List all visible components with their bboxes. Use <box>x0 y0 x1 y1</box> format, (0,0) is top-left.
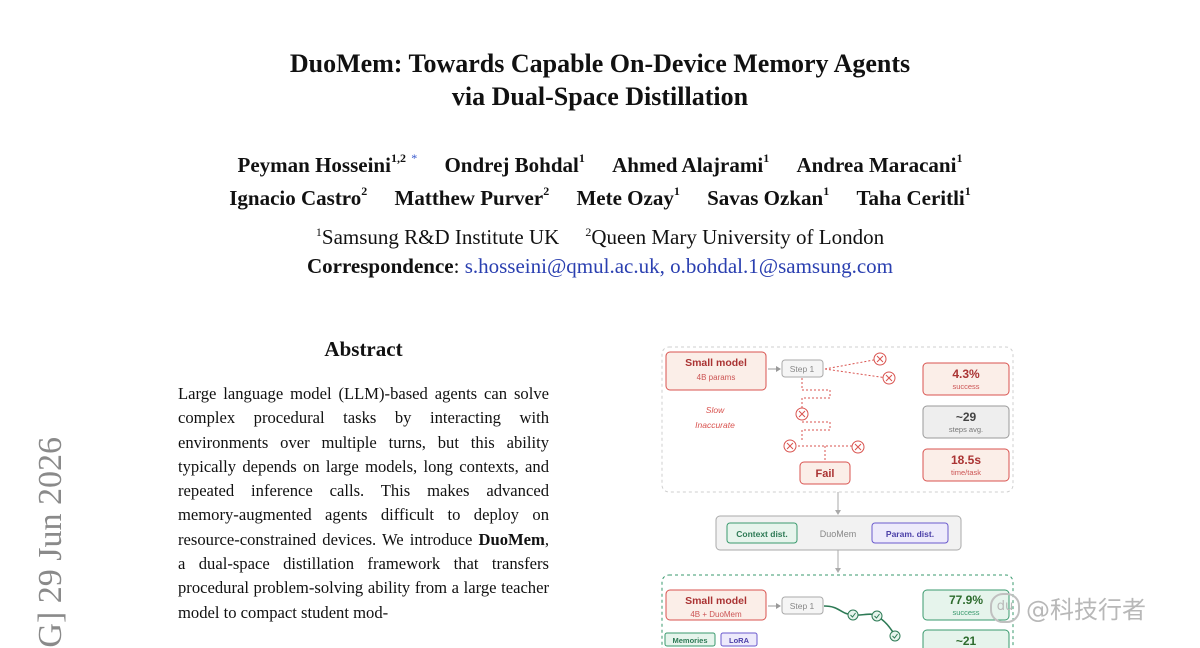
affiliation-samsung: Samsung R&D Institute UK <box>321 225 560 249</box>
context-dist-box <box>726 522 798 544</box>
duomem-label: DuoMem <box>820 529 857 539</box>
top-time-label: time/task <box>951 468 981 477</box>
small-model-label: Small model <box>685 357 747 369</box>
bottom-steps-box <box>922 629 1010 648</box>
fail-cross-icon <box>873 352 887 366</box>
small-model-box <box>665 351 767 391</box>
bottom-success-value: 77.9% <box>949 593 983 607</box>
fail-cross-icon <box>795 407 809 421</box>
top-panel <box>661 346 1014 493</box>
corresponding-mark[interactable]: * <box>411 151 418 165</box>
success-path <box>823 605 896 637</box>
fail-box <box>799 461 851 485</box>
method-overview-figure: Small model 4B params Step 1 Slow Inaccu… <box>661 346 1014 648</box>
duomem-model-label: Small model <box>685 595 747 607</box>
top-success-value: 4.3% <box>952 367 980 381</box>
small-model-sub: 4B params <box>697 373 736 382</box>
param-dist-label: Param. dist. <box>886 529 934 539</box>
abstract-text: Large language model (LLM)-based agents … <box>178 384 549 622</box>
check-node-icon <box>871 610 883 622</box>
param-dist-box <box>871 522 949 544</box>
author: Mete Ozay1 <box>576 184 680 210</box>
author: Andrea Maracani1 <box>796 151 963 177</box>
author: Peyman Hosseini1,2 * <box>237 151 418 177</box>
email-link-hosseini[interactable]: s.hosseini@qmul.ac.uk <box>464 254 660 278</box>
bottom-panel <box>661 574 1014 648</box>
top-steps-label: steps avg. <box>949 425 983 434</box>
paw-logo-icon: du <box>990 592 1020 623</box>
duomem-model-sub: 4B + DuoMem <box>690 610 742 619</box>
top-steps-value: ~29 <box>956 410 977 424</box>
check-node-icon <box>889 630 901 642</box>
step1-box <box>781 359 824 378</box>
lora-tag <box>720 632 758 647</box>
fail-label: Fail <box>816 468 835 480</box>
top-time-value: 18.5s <box>951 453 981 467</box>
author-row-2: Ignacio Castro2 Matthew Purver2 Mete Oza… <box>0 179 1200 212</box>
affiliation-qmul: Queen Mary University of London <box>591 225 885 249</box>
step1-label: Step 1 <box>790 364 815 374</box>
slow-label: Slow <box>706 405 725 415</box>
fail-cross-icon <box>882 371 896 385</box>
memories-label: Memories <box>672 636 707 645</box>
duomem-model-box <box>665 589 767 621</box>
abstract-heading: Abstract <box>324 337 403 361</box>
correspondence-label: Correspondence <box>306 254 454 278</box>
step1-box-bottom <box>781 596 824 615</box>
correspondence-line: Correspondence: s.hosseini@qmul.ac.uk, o… <box>306 254 893 278</box>
bottom-steps-value: ~21 <box>956 634 977 648</box>
arxiv-sidebar-text: G] 29 Jun 2026 <box>32 437 69 648</box>
title-line-2: via Dual-Space Distillation <box>451 82 749 111</box>
email-link-bohdal[interactable]: o.bohdal.1@samsung.com <box>670 254 893 278</box>
author: Matthew Purver2 <box>394 184 550 210</box>
watermark-text: @科技行者 <box>1026 596 1146 624</box>
lora-label: LoRA <box>729 636 750 645</box>
author: Savas Ozkan1 <box>707 184 830 210</box>
inaccurate-label: Inaccurate <box>695 420 735 430</box>
memories-tag <box>664 632 716 647</box>
source-watermark: du @科技行者 <box>990 590 1146 625</box>
duomem-name: DuoMem <box>478 529 545 549</box>
author-list: Peyman Hosseini1,2 * Ondrej Bohdal1 Ahme… <box>0 146 1200 212</box>
check-node-icon <box>847 609 859 621</box>
top-success-label: success <box>952 382 979 391</box>
step1-label-bottom: Step 1 <box>790 601 815 611</box>
top-success-box <box>922 362 1010 396</box>
author: Taha Ceritli1 <box>856 184 971 210</box>
top-time-box <box>922 448 1010 482</box>
author: Ahmed Alajrami1 <box>612 151 770 177</box>
author: Ondrej Bohdal1 <box>444 151 585 177</box>
top-steps-box <box>922 405 1010 439</box>
context-dist-label: Context dist. <box>736 529 787 539</box>
author-row-1: Peyman Hosseini1,2 * Ondrej Bohdal1 Ahme… <box>0 146 1200 179</box>
arxiv-sidebar: G] 29 Jun 2026 <box>28 385 74 648</box>
title-line-1: DuoMem: Towards Capable On-Device Memory… <box>289 49 911 78</box>
author: Ignacio Castro2 <box>229 184 368 210</box>
fail-cross-icon <box>851 440 865 454</box>
fail-cross-icon <box>783 439 797 453</box>
bottom-success-label: success <box>952 608 979 617</box>
paper-title: DuoMem: Towards Capable On-Device Memory… <box>0 47 1200 113</box>
